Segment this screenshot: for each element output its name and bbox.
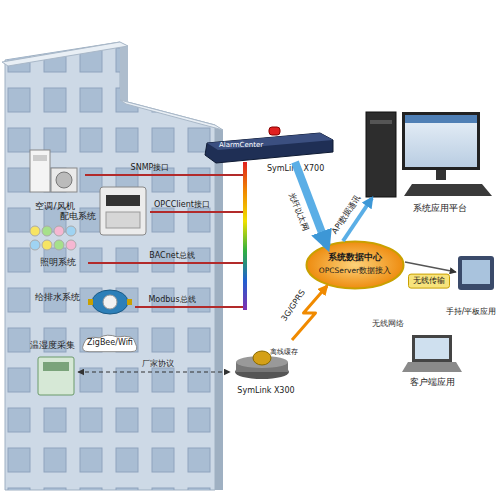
monitor-screen — [405, 115, 477, 123]
gateway-dome — [253, 351, 271, 365]
water-meter-icon — [92, 290, 128, 314]
bus-line — [135, 162, 245, 307]
roof-ledge — [2, 42, 128, 66]
node-text: 系统应用平台 — [400, 203, 480, 213]
node-text: 温湿度采集 — [30, 340, 78, 350]
node-text: 客户端应用 — [405, 377, 460, 387]
node-text: 手持/平板应用 — [442, 307, 500, 316]
edge-label: 3G/GPRS — [280, 289, 307, 323]
wireless-arrow — [405, 262, 456, 272]
ac-outdoor-icon — [51, 168, 77, 192]
water-meter-dial — [103, 295, 117, 309]
ac-indoor-icon — [33, 155, 47, 161]
keyboard-icon — [404, 184, 492, 196]
sensor-icon — [38, 357, 74, 395]
node-text: 系统数据中心 — [305, 252, 405, 262]
edge-label: OPCClient接口 — [154, 201, 210, 210]
edge-label: BACnet总线 — [149, 252, 195, 261]
bulb-icon — [54, 240, 64, 250]
platform-node: 系统应用平台 — [360, 100, 495, 198]
building-facade — [5, 42, 215, 490]
bulb-icon — [42, 226, 52, 236]
subsystem-node: 照明系统 — [28, 222, 88, 267]
node-text: OPCServer数据接入 — [305, 267, 405, 276]
edge-label: API数据通讯 — [331, 194, 363, 236]
tower-icon — [370, 120, 392, 124]
bus-line — [88, 162, 245, 263]
node-text: ZigBee/Wifi — [80, 338, 140, 347]
subsystem-node: 给排水系统 — [35, 288, 135, 320]
datacenter-ellipse: 系统数据中心 OPCServer数据接入 — [305, 240, 405, 290]
building-side — [215, 125, 223, 490]
pipe-icon — [88, 299, 93, 305]
ac-indoor-icon — [30, 150, 50, 192]
building-side — [120, 42, 128, 102]
server-node: AlarmCenterSymLink X700 — [205, 128, 335, 162]
roof-ledge — [120, 100, 223, 130]
node-text: 离线缓存 — [270, 348, 310, 356]
edge-label: 厂家协议 — [142, 360, 174, 369]
tablet-screen — [462, 260, 490, 284]
monitor-icon — [402, 112, 480, 170]
edge-label: SNMP接口 — [131, 164, 170, 173]
edge-label: 无线传输 — [408, 274, 450, 289]
node-text: AlarmCenter — [219, 141, 289, 149]
network-label: 无线网络 — [372, 318, 404, 329]
laptop-icon — [412, 335, 452, 362]
bulb-icon — [66, 226, 76, 236]
node-text: SymLink X700 — [267, 164, 337, 173]
edge-label: 光纤以太网 — [287, 192, 310, 232]
meter-panel — [106, 212, 140, 228]
sensor-display — [43, 362, 69, 371]
bulb-icon — [66, 240, 76, 250]
bulb-icon — [30, 226, 40, 236]
network-cloud: ZigBee/Wifi — [80, 333, 140, 355]
gateway-node: 离线缓存SymLink X300 — [230, 340, 302, 398]
bulb-icon — [54, 226, 64, 236]
fan-icon — [56, 172, 72, 188]
subsystem-node: 空调/风机 — [25, 148, 85, 212]
node-text: 照明系统 — [40, 257, 90, 267]
building-windows — [5, 42, 215, 490]
subsystem-node: 温湿度采集 — [30, 340, 78, 400]
edge-label: Modbus总线 — [148, 296, 195, 305]
laptop-screen — [415, 338, 449, 359]
node-text: SymLink X300 — [230, 386, 302, 395]
server-icon — [205, 133, 333, 163]
laptop-base — [402, 362, 462, 372]
tablet-icon — [458, 256, 494, 290]
monitor-stand — [436, 170, 446, 180]
monitor-screen — [405, 115, 477, 167]
subsystem-node: 配电系统 — [60, 185, 150, 237]
protocol-arrow — [78, 371, 230, 372]
alarm-light — [269, 127, 280, 135]
meter-display — [106, 195, 140, 206]
node-text: 空调/风机 — [25, 201, 85, 211]
server-top — [207, 133, 333, 150]
bulb-icon — [30, 240, 40, 250]
ellipse-shape — [307, 242, 404, 289]
pipe-icon — [127, 299, 132, 305]
device-node: 客户端应用 — [400, 333, 465, 388]
ellipse-outline — [305, 240, 405, 290]
bus-bar — [243, 162, 247, 310]
meter-icon — [100, 187, 146, 235]
bulb-icon — [42, 240, 52, 250]
node-text: 配电系统 — [60, 211, 104, 221]
device-node: 手持/平板应用 — [448, 252, 498, 320]
bus-line — [85, 162, 245, 175]
tower-icon — [366, 112, 396, 197]
node-text: 给排水系统 — [35, 292, 95, 302]
